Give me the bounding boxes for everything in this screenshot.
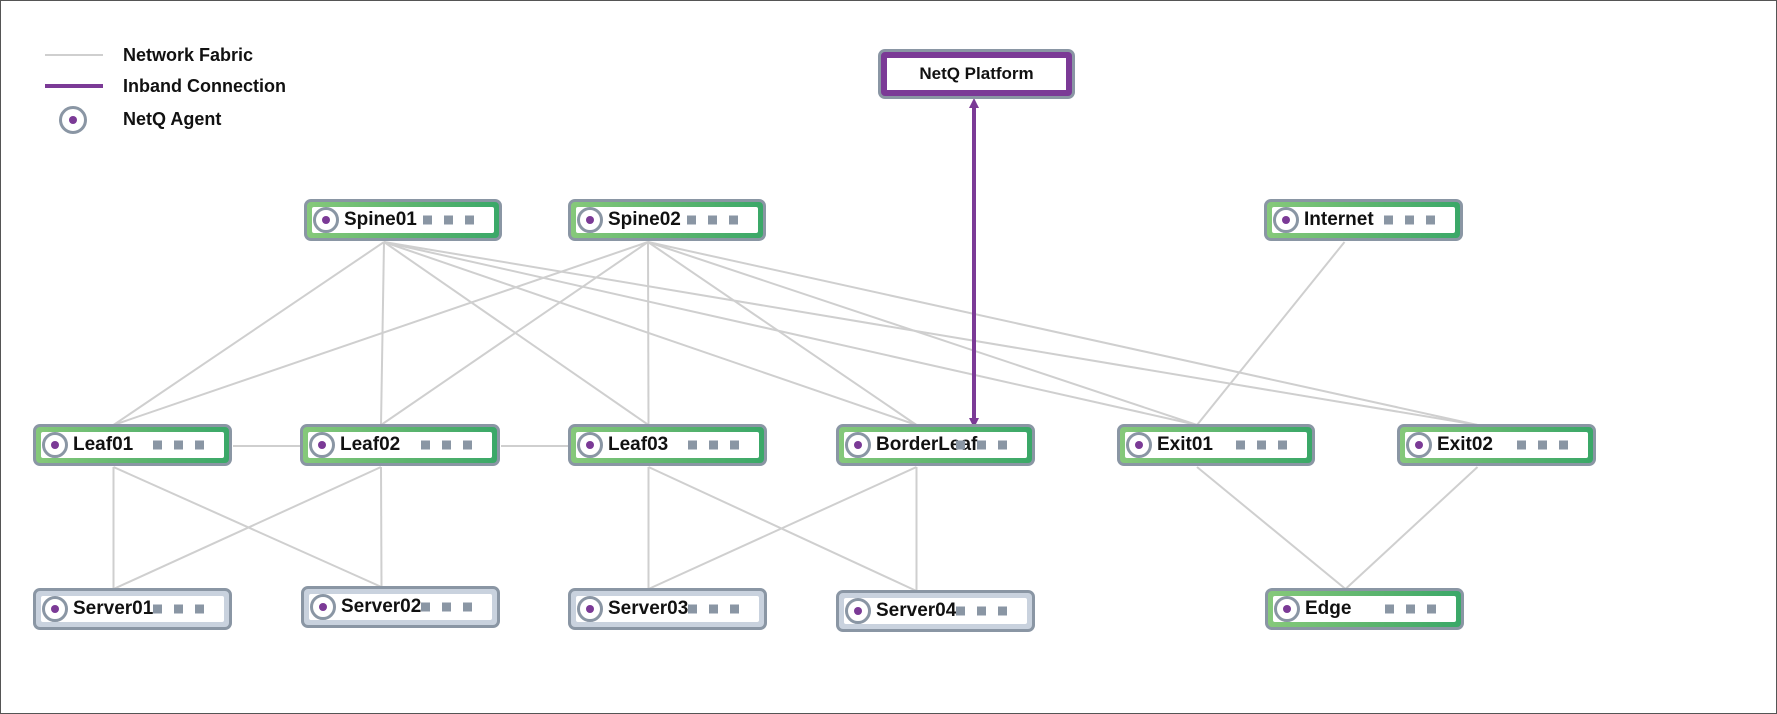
fabric-link-internet-exit01 — [1196, 241, 1346, 426]
agent-icon — [845, 432, 871, 458]
agent-icon — [310, 594, 336, 620]
node-server03[interactable]: Server03 — [568, 588, 767, 630]
node-server01[interactable]: Server01 — [33, 588, 232, 630]
node-leaf02[interactable]: Leaf02 — [300, 424, 500, 466]
fabric-link-borderleaf-server03 — [648, 466, 917, 590]
fabric-link-spine02-leaf01 — [113, 241, 649, 426]
node-internet[interactable]: Internet — [1264, 199, 1463, 241]
netq-platform-node[interactable]: NetQ Platform — [878, 49, 1075, 99]
node-leaf01[interactable]: Leaf01 — [33, 424, 232, 466]
node-label: Exit01 — [1157, 434, 1213, 455]
node-label: Leaf01 — [73, 434, 134, 455]
node-label: Server02 — [341, 596, 422, 617]
fabric-link-spine01-exit01 — [383, 241, 1198, 426]
fabric-link-exit02-edge — [1344, 466, 1479, 590]
fabric-link-leaf02-server02 — [380, 466, 383, 588]
node-server02[interactable]: Server02 — [301, 586, 500, 628]
node-label: Leaf02 — [340, 434, 401, 455]
agent-icon — [1406, 432, 1432, 458]
port-indicator-icon — [688, 604, 739, 614]
node-label: Server04 — [876, 600, 957, 621]
port-indicator-icon — [153, 604, 204, 614]
agent-icon — [59, 106, 87, 134]
legend-agent-label: NetQ Agent — [123, 109, 222, 129]
node-label: Spine02 — [608, 209, 681, 230]
node-spine02[interactable]: Spine02 — [568, 199, 766, 241]
legend-fabric-label: Network Fabric — [123, 45, 254, 65]
port-indicator-icon — [423, 215, 474, 225]
fabric-link-spine01-borderleaf — [383, 241, 917, 426]
port-indicator-icon — [1517, 440, 1568, 450]
agent-icon — [845, 598, 871, 624]
node-borderleaf[interactable]: BorderLeaf — [836, 424, 1035, 466]
port-indicator-icon — [153, 440, 204, 450]
agent-icon — [1126, 432, 1152, 458]
node-exit02[interactable]: Exit02 — [1397, 424, 1596, 466]
node-label: Internet — [1304, 209, 1374, 230]
node-exit01[interactable]: Exit01 — [1117, 424, 1315, 466]
agent-icon — [309, 432, 335, 458]
fabric-link-spine02-leaf03 — [647, 241, 650, 426]
node-label: Spine01 — [344, 209, 417, 230]
fabric-link-spine01-exit02 — [383, 241, 1478, 426]
port-indicator-icon — [421, 602, 472, 612]
legend-inband-label: Inband Connection — [123, 76, 286, 96]
agent-icon — [42, 596, 68, 622]
agent-icon — [577, 432, 603, 458]
fabric-link-spine02-exit01 — [647, 241, 1198, 426]
node-spine01[interactable]: Spine01 — [304, 199, 502, 241]
node-leaf03[interactable]: Leaf03 — [568, 424, 767, 466]
fabric-link-spine02-exit02 — [647, 241, 1478, 426]
fabric-link-exit01-edge — [1196, 466, 1347, 590]
node-label: Server03 — [608, 598, 689, 619]
node-label: Server01 — [73, 598, 154, 619]
node-edge[interactable]: Edge — [1265, 588, 1464, 630]
node-label: Leaf03 — [608, 434, 669, 455]
agent-icon — [1273, 207, 1299, 233]
port-indicator-icon — [956, 440, 1007, 450]
port-indicator-icon — [421, 440, 472, 450]
node-label: BorderLeaf — [876, 434, 978, 455]
netq-platform-label: NetQ Platform — [887, 58, 1066, 90]
node-label: Edge — [1305, 598, 1352, 619]
port-indicator-icon — [956, 606, 1007, 616]
fabric-link-spine01-leaf01 — [112, 241, 385, 426]
node-server04[interactable]: Server04 — [836, 590, 1035, 632]
agent-icon — [313, 207, 339, 233]
port-indicator-icon — [687, 215, 738, 225]
agent-icon — [577, 596, 603, 622]
port-indicator-icon — [688, 440, 739, 450]
fabric-link-leaf02-server01 — [113, 466, 382, 590]
port-indicator-icon — [1236, 440, 1287, 450]
agent-icon — [42, 432, 68, 458]
fabric-link-spine02-borderleaf — [647, 241, 918, 426]
fabric-link-spine02-leaf02 — [380, 241, 649, 426]
port-indicator-icon — [1384, 215, 1435, 225]
node-label: Exit02 — [1437, 434, 1493, 455]
agent-icon — [1274, 596, 1300, 622]
port-indicator-icon — [1385, 604, 1436, 614]
agent-icon — [577, 207, 603, 233]
